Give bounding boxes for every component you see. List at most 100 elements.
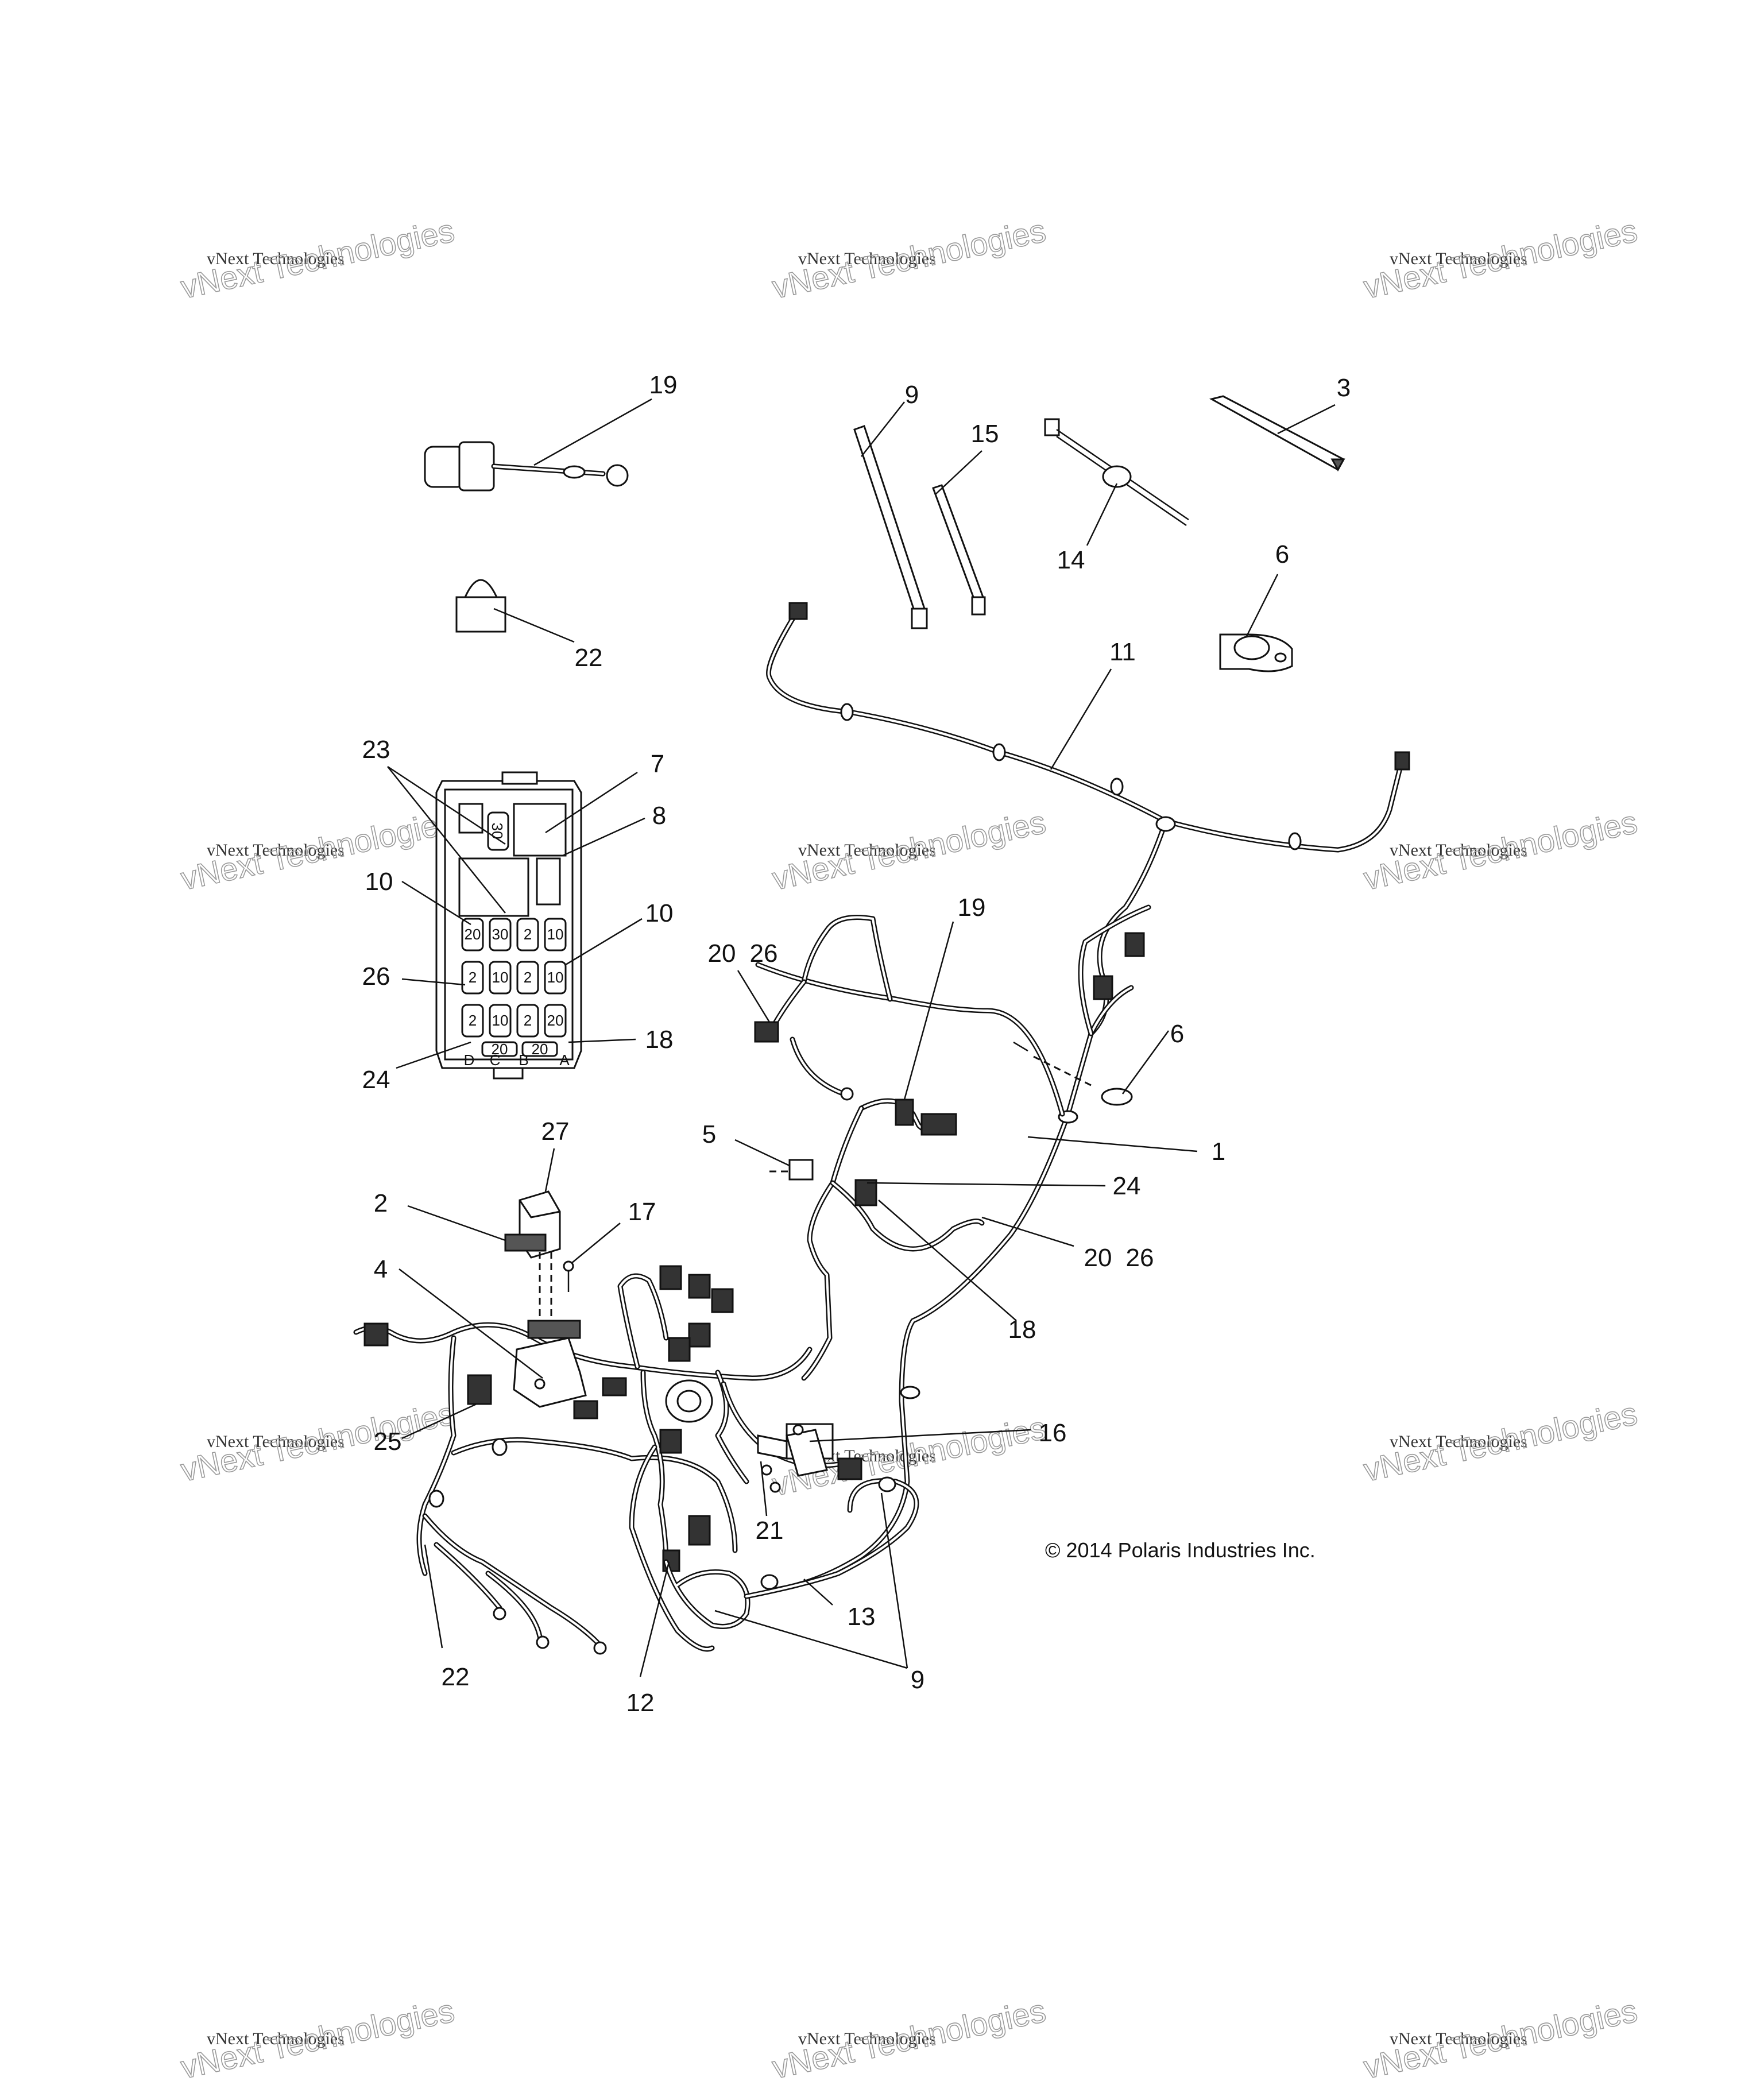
callout-11: 11 — [1109, 638, 1136, 666]
callout-22: 22 — [575, 644, 603, 672]
callout-8: 8 — [652, 802, 666, 830]
harness-left-main — [353, 1322, 813, 1655]
callout-19: 19 — [958, 893, 986, 922]
callout-27: 27 — [541, 1117, 570, 1146]
callout-23: 23 — [362, 736, 390, 764]
part-22-harness-clip — [455, 579, 506, 633]
callout-7: 7 — [651, 750, 664, 778]
watermark: vNext Technologies vNext Technologies — [769, 1992, 1050, 2085]
svg-text:2: 2 — [524, 1012, 532, 1029]
svg-text:C: C — [490, 1051, 501, 1069]
callout-10: 10 — [645, 899, 674, 927]
watermark: vNext Technologies vNext Technologies — [177, 212, 458, 306]
watermark: vNext Technologies vNext Technologies — [177, 803, 458, 898]
callout-24: 24 — [1113, 1172, 1141, 1200]
part-19-connector-lead — [424, 441, 629, 492]
watermark: vNext Technologies vNext Technologies — [769, 803, 1050, 898]
callout-13: 13 — [848, 1603, 876, 1631]
svg-text:2: 2 — [469, 1012, 477, 1029]
svg-text:B: B — [519, 1051, 528, 1069]
callout-21: 21 — [756, 1517, 784, 1545]
part-14-tie-mount — [1044, 418, 1189, 527]
svg-text:vNext Technologies: vNext Technologies — [1390, 841, 1527, 860]
svg-text:vNext Technologies: vNext Technologies — [207, 249, 345, 268]
callout-14: 14 — [1057, 546, 1085, 574]
callout-22: 22 — [442, 1663, 470, 1691]
svg-text:2: 2 — [469, 969, 477, 986]
callout-1: 1 — [1212, 1138, 1225, 1166]
svg-text:vNext Technologies: vNext Technologies — [1390, 249, 1527, 268]
svg-text:10: 10 — [547, 926, 564, 943]
svg-text:10: 10 — [492, 1012, 509, 1029]
svg-text:vNext Technologies: vNext Technologies — [798, 249, 936, 268]
callout-15: 15 — [971, 420, 999, 448]
callout-9: 9 — [911, 1666, 924, 1694]
harness-center — [769, 1105, 985, 1381]
harness-11 — [765, 602, 1410, 1036]
svg-text:20: 20 — [492, 1040, 508, 1058]
callout-12: 12 — [626, 1689, 655, 1717]
part-9-cable-tie — [853, 425, 928, 629]
callout-24: 24 — [362, 1066, 390, 1094]
callout-18: 18 — [1008, 1316, 1036, 1344]
watermark: vNext Technologies vNext Technologies — [769, 212, 1050, 306]
callout-26: 26 — [1126, 1244, 1154, 1272]
svg-text:D: D — [464, 1051, 475, 1069]
fuse-grid: 20 2 2 30 10 10 2 2 2 10 10 20 — [461, 918, 567, 1038]
callout-17: 17 — [628, 1198, 656, 1226]
callout-25: 25 — [374, 1428, 402, 1456]
svg-text:20: 20 — [465, 926, 481, 943]
watermark: vNext Technologies vNext Technologies — [177, 1992, 458, 2085]
part-17-screw — [563, 1260, 574, 1292]
svg-text:vNext Technologies: vNext Technologies — [798, 2029, 936, 2048]
callout-10: 10 — [365, 868, 393, 896]
watermark: vNext Technologies vNext Technologies — [1360, 803, 1641, 898]
watermark-group: vNext Technologies vNext Technologies vN… — [177, 212, 1641, 2085]
harness-center-left — [573, 1265, 862, 1652]
svg-text:vNext Technologies: vNext Technologies — [1390, 2029, 1527, 2048]
part-6-p-clamp — [1219, 633, 1293, 672]
callout-6: 6 — [1170, 1020, 1184, 1048]
watermark: vNext Technologies vNext Technologies — [177, 1395, 458, 1489]
callout-26: 26 — [750, 939, 778, 968]
callout-9: 9 — [905, 381, 919, 409]
part-15-cable-tie — [932, 484, 986, 616]
callout-20: 20 — [1084, 1244, 1112, 1272]
part-4-bracket — [513, 1320, 587, 1408]
svg-text:30: 30 — [489, 823, 506, 840]
callout-20: 20 — [708, 939, 736, 968]
watermark: vNext Technologies vNext Technologies — [1360, 1395, 1641, 1489]
callout-2: 2 — [374, 1189, 388, 1217]
watermark: vNext Technologies vNext Technologies — [1360, 212, 1641, 306]
copyright-text: © 2014 Polaris Industries Inc. — [1045, 1538, 1316, 1562]
callout-4: 4 — [374, 1255, 388, 1283]
callout-19: 19 — [649, 371, 678, 399]
svg-text:30: 30 — [492, 926, 509, 943]
leader-lines — [387, 398, 1336, 1677]
svg-text:vNext Technologies: vNext Technologies — [207, 1432, 345, 1451]
callout-5: 5 — [702, 1120, 716, 1148]
part-2-relay-base — [504, 1233, 552, 1321]
fuse-box: 30 20 2 2 30 10 10 2 2 2 1 — [435, 771, 582, 1080]
svg-text:2: 2 — [524, 926, 532, 943]
callout-labels: 19 22 9 15 3 14 6 11 23 7 8 10 10 26 18 … — [362, 371, 1351, 1717]
callout-6: 6 — [1275, 540, 1289, 568]
svg-text:10: 10 — [492, 969, 509, 986]
svg-text:vNext Technologies: vNext Technologies — [798, 841, 936, 860]
svg-text:10: 10 — [547, 969, 564, 986]
svg-text:vNext Technologies: vNext Technologies — [207, 841, 345, 860]
callout-26: 26 — [362, 962, 390, 991]
svg-text:A: A — [559, 1051, 570, 1069]
harness-13 — [663, 1476, 919, 1629]
svg-text:20: 20 — [547, 1012, 564, 1029]
svg-text:vNext Technologies: vNext Technologies — [1390, 1432, 1527, 1451]
watermark: vNext Technologies vNext Technologies — [1360, 1992, 1641, 2085]
svg-text:2: 2 — [524, 969, 532, 986]
svg-text:vNext Technologies: vNext Technologies — [207, 2029, 345, 2048]
svg-text:20: 20 — [532, 1040, 548, 1058]
callout-3: 3 — [1337, 374, 1351, 402]
harness-20-26 — [754, 915, 1065, 1136]
callout-18: 18 — [645, 1026, 674, 1054]
callout-16: 16 — [1039, 1419, 1067, 1447]
